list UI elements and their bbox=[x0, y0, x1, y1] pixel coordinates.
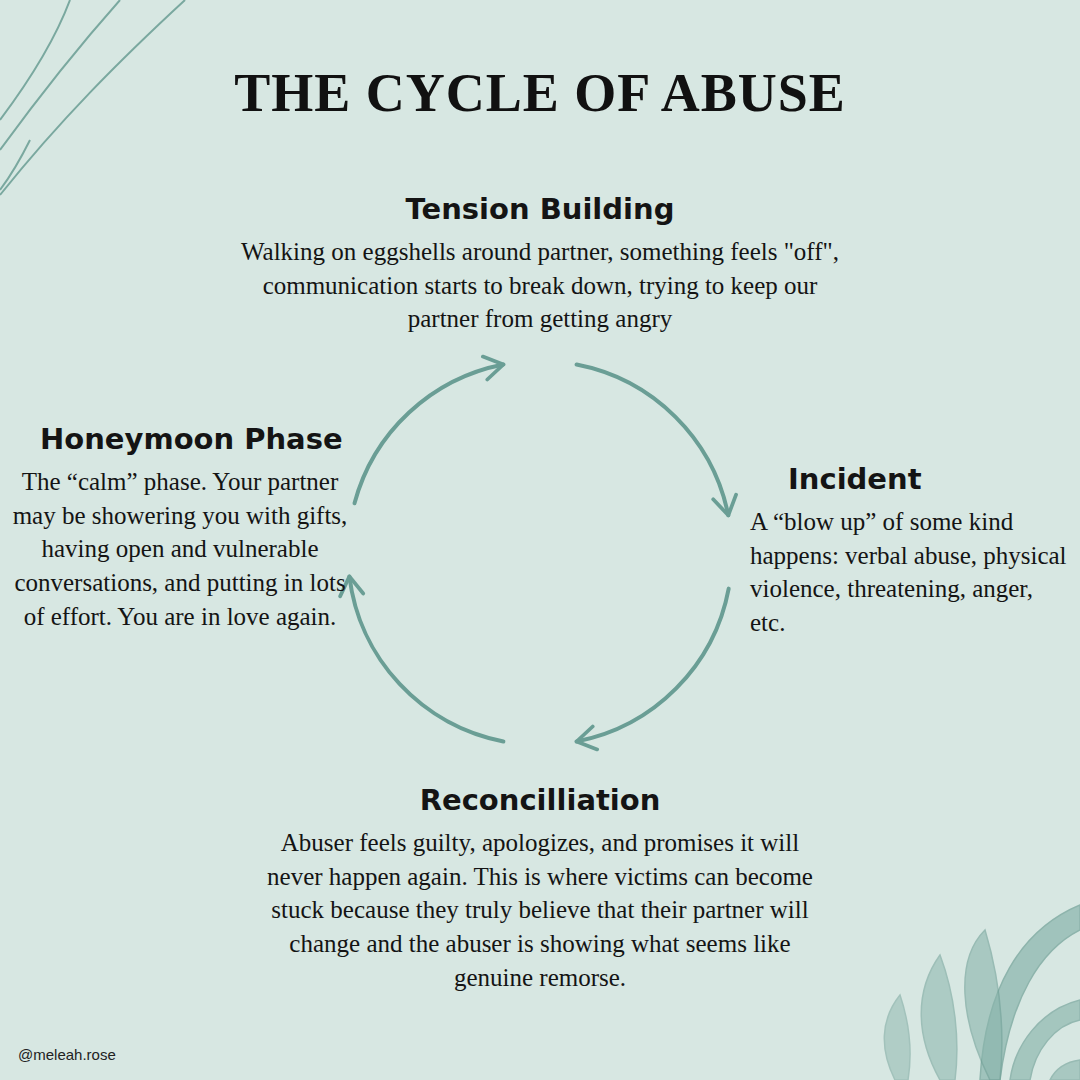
cycle-arrow bbox=[577, 589, 729, 742]
phase-description: The “calm” phase. Your partner may be sh… bbox=[12, 465, 348, 634]
phase-description: Walking on eggshells around partner, som… bbox=[235, 235, 845, 336]
diagram-title: THE CYCLE OF ABUSE bbox=[40, 62, 1040, 124]
phase-block: Tension BuildingWalking on eggshells aro… bbox=[235, 192, 845, 336]
phase-description: A “blow up” of some kind happens: verbal… bbox=[750, 505, 1068, 640]
phase-block: Honeymoon PhaseThe “calm” phase. Your pa… bbox=[12, 422, 348, 634]
phase-heading: Incident bbox=[750, 462, 1068, 497]
cycle-arrow bbox=[577, 365, 729, 516]
phase-block: Incident A “blow up” of some kind happens… bbox=[750, 462, 1068, 640]
author-handle: @meleah.rose bbox=[18, 1046, 116, 1063]
phase-description: Abuser feels guilty, apologizes, and pro… bbox=[250, 826, 830, 995]
phase-heading: Tension Building bbox=[235, 192, 845, 227]
cycle-arrow bbox=[355, 365, 504, 504]
phase-heading: Reconcilliation bbox=[250, 783, 830, 818]
phase-heading: Honeymoon Phase bbox=[12, 422, 348, 457]
phase-block: ReconcilliationAbuser feels guilty, apol… bbox=[250, 783, 830, 995]
cycle-arrow bbox=[349, 576, 503, 741]
